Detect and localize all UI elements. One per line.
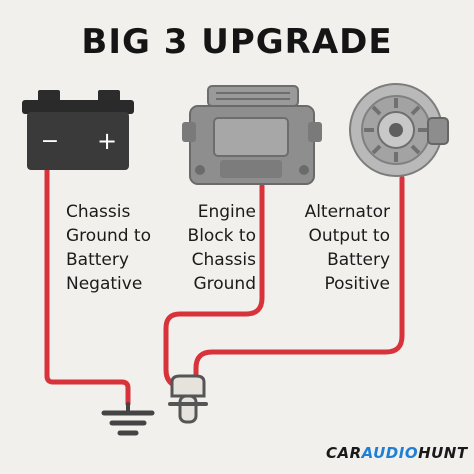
label-line: Negative xyxy=(66,274,143,294)
chassis-ground-symbol xyxy=(101,402,155,436)
label-line: Battery xyxy=(327,250,390,270)
battery-negative-symbol: − xyxy=(41,129,59,154)
battery-positive-symbol: + xyxy=(97,127,117,155)
engine-ground-wire xyxy=(163,183,265,389)
label-line: Chassis xyxy=(191,250,256,270)
battery-ground-wire xyxy=(44,165,131,407)
wires xyxy=(44,165,405,407)
label-line: Chassis xyxy=(66,202,131,222)
label-line: Ground xyxy=(193,274,256,294)
label-line: Positive xyxy=(324,274,390,294)
engine-ground-label: Engine Block to Chassis Ground xyxy=(160,200,256,296)
engine-block-icon xyxy=(182,85,322,185)
alternator-output-label: Alternator Output to Battery Positive xyxy=(268,200,390,296)
battery-ground-label: Chassis Ground to Battery Negative xyxy=(66,200,151,296)
label-line: Ground to xyxy=(66,226,151,246)
label-line: Block to xyxy=(187,226,256,246)
watermark-logo: CARAUDIOHUNT xyxy=(326,444,468,462)
alternator-positive-wire xyxy=(193,175,405,387)
battery-icon xyxy=(22,90,134,170)
terminal-lug-icon xyxy=(168,374,208,424)
alternator-icon xyxy=(349,83,449,177)
diagram-title: BIG 3 UPGRADE xyxy=(81,22,393,62)
label-line: Engine xyxy=(197,202,256,222)
label-line: Output to xyxy=(308,226,390,246)
label-line: Alternator xyxy=(304,202,390,222)
label-line: Battery xyxy=(66,250,129,270)
